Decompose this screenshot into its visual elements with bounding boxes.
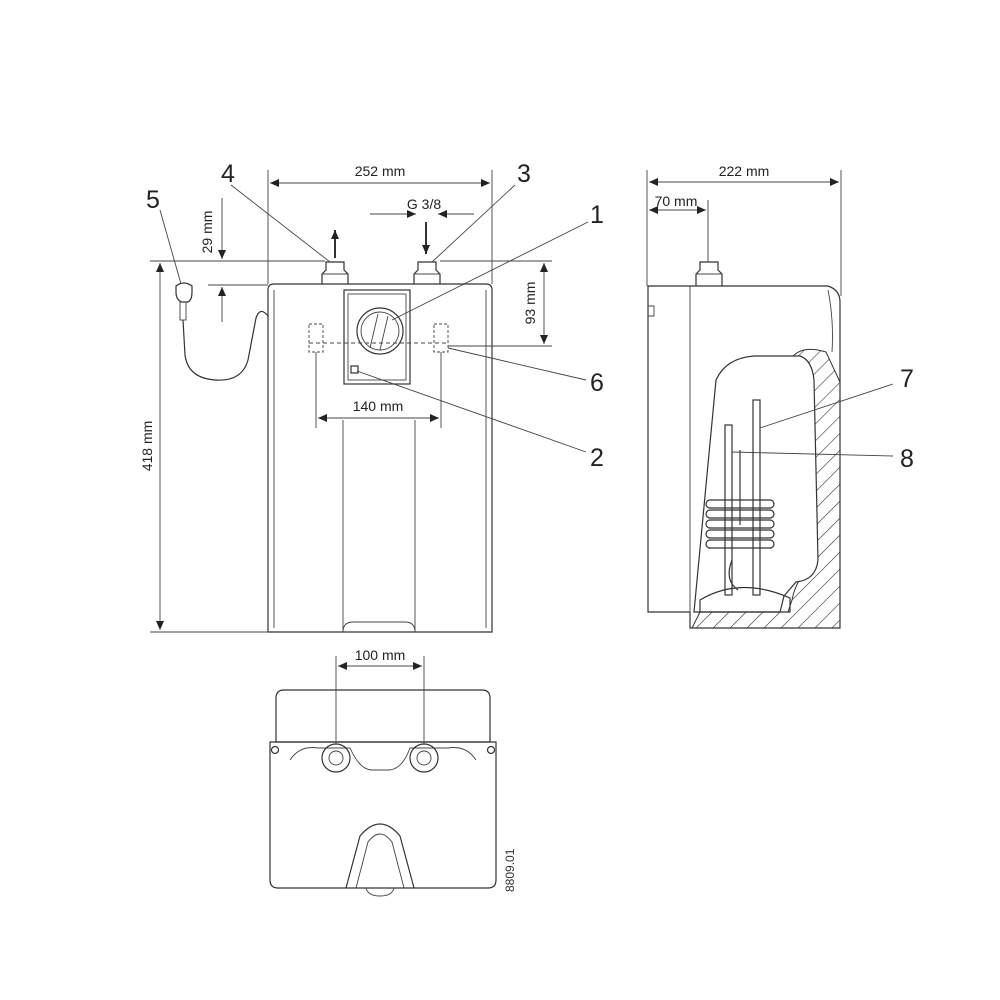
callout-7: 7 xyxy=(900,365,914,393)
screw-right xyxy=(486,745,496,755)
temperature-knob-ring xyxy=(360,311,400,351)
leader-4 xyxy=(230,184,331,263)
callout-2: 2 xyxy=(590,444,604,472)
side-dimensions: 222 mm 70 mm xyxy=(646,163,842,296)
bottom-knob-stub xyxy=(365,887,395,897)
side-view xyxy=(647,261,841,629)
drawing-code: 8809.01 xyxy=(503,848,517,892)
connector-hole-right-inner xyxy=(416,750,432,766)
side-knob-profile xyxy=(827,289,833,353)
dim-thread-label: G 3/8 xyxy=(407,196,441,212)
leader-8 xyxy=(731,451,894,457)
leader-2 xyxy=(356,370,587,453)
power-cable xyxy=(182,310,269,381)
side-body-outline xyxy=(647,285,841,629)
dim-100-label: 100 mm xyxy=(355,647,406,663)
callout-3: 3 xyxy=(517,160,531,188)
leader-7 xyxy=(759,383,894,429)
underside-top-rim xyxy=(275,689,491,743)
temperature-knob xyxy=(356,307,404,355)
dim-252-label: 252 mm xyxy=(355,163,406,179)
dim-93-label: 93 mm xyxy=(522,282,538,325)
indicator-lamp xyxy=(350,365,359,374)
front-body-outline xyxy=(267,283,493,633)
screw-left xyxy=(270,745,280,755)
fixing-point-left xyxy=(308,323,324,353)
control-cover xyxy=(343,289,411,385)
leader-3 xyxy=(431,184,516,263)
outlet-pipe xyxy=(752,399,761,596)
hot-water-outlet xyxy=(321,261,349,284)
inner-tank xyxy=(693,355,819,613)
knob-marker-2 xyxy=(379,315,389,351)
heating-coil xyxy=(705,499,775,549)
side-connector xyxy=(695,261,723,286)
callout-1: 1 xyxy=(590,201,604,229)
underside-view: 100 mm 8809.01 xyxy=(269,647,517,897)
underside-body xyxy=(269,741,497,889)
control-cover-inner xyxy=(347,293,407,381)
leader-1 xyxy=(391,221,589,321)
cold-water-inlet xyxy=(413,261,441,284)
plug-strain-relief xyxy=(179,301,187,321)
front-grip-outer xyxy=(345,823,415,889)
knob-marker-1 xyxy=(369,313,379,349)
side-callouts: 7 8 xyxy=(731,365,914,473)
dim-29-label: 29 mm xyxy=(199,211,215,254)
dim-140-label: 140 mm xyxy=(353,398,404,414)
front-dimensions: 252 mm G 3/8 29 mm 93 mm 140 mm 418 mm xyxy=(139,163,552,633)
side-mount-slot xyxy=(648,305,655,317)
bottom-grip xyxy=(342,621,416,633)
callout-6: 6 xyxy=(590,369,604,397)
connector-hole-left-inner xyxy=(328,750,344,766)
leader-5 xyxy=(159,209,182,285)
power-plug xyxy=(175,282,193,303)
callout-8: 8 xyxy=(900,445,914,473)
dim-222-label: 222 mm xyxy=(719,163,770,179)
leader-6 xyxy=(447,347,587,381)
front-grip-inner xyxy=(355,833,405,889)
callout-4: 4 xyxy=(221,160,235,188)
dim-70-label: 70 mm xyxy=(655,193,698,209)
callout-5: 5 xyxy=(146,186,160,214)
tank-base-flange xyxy=(699,586,791,613)
fixing-point-right xyxy=(433,323,449,353)
dim-418-label: 418 mm xyxy=(139,421,155,472)
front-callouts: 4 3 1 5 6 2 xyxy=(146,160,604,472)
front-view xyxy=(175,222,493,633)
underside-recess xyxy=(289,747,477,771)
